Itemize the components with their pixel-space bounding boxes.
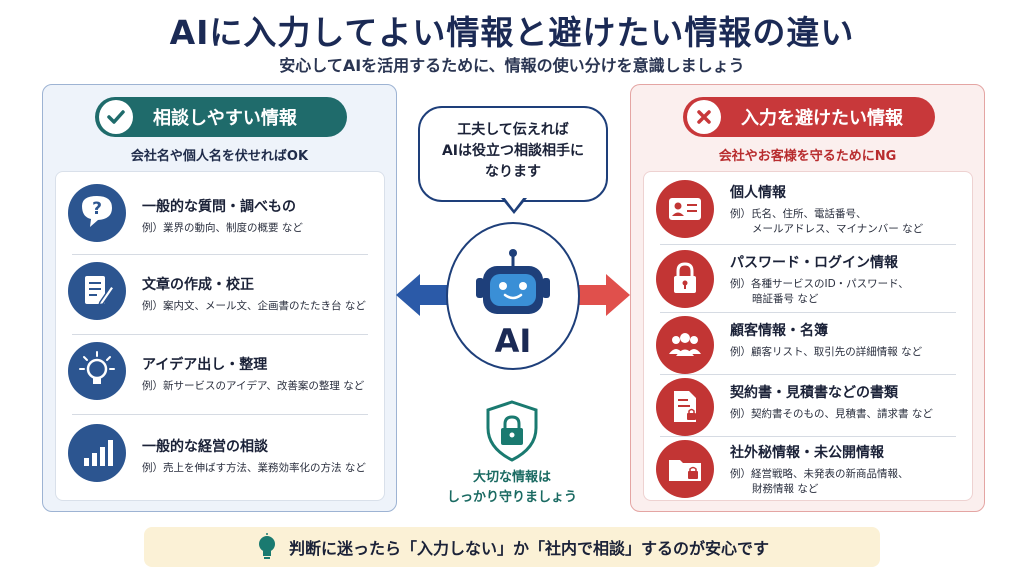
item-title: 顧客情報・名簿 xyxy=(730,323,828,339)
people-icon xyxy=(656,316,714,374)
left-arrow-icon xyxy=(396,274,452,316)
item-title: 一般的な質問・調べもの xyxy=(142,199,296,215)
locked-folder-icon xyxy=(656,440,714,498)
item-desc: 例）顧客リスト、取引先の詳細情報 など xyxy=(730,346,923,358)
divider xyxy=(72,414,368,415)
page-subtitle: 安心してAIを活用するために、情報の使い分けを意識しましょう xyxy=(279,56,745,75)
footer-text: 判断に迷ったら「入力しない」か「社内で相談」するのが安心です xyxy=(288,539,769,558)
item-desc: 例）案内文、メール文、企画書のたたき台 など xyxy=(142,300,366,312)
item-desc: 例）氏名、住所、電話番号、 メールアドレス、マイナンバー など xyxy=(730,207,966,237)
document-pen-icon xyxy=(68,262,126,320)
item-title: 一般的な経営の相談 xyxy=(142,439,268,455)
bar-chart-icon xyxy=(68,424,126,482)
item-desc-line: 例）各種サービスのID・パスワード、 xyxy=(730,278,909,290)
item-desc-line: 財務情報 など xyxy=(752,483,819,496)
cross-icon xyxy=(687,100,721,134)
right-arrow-icon xyxy=(574,274,630,316)
divider xyxy=(660,312,956,313)
lightbulb-tip-icon xyxy=(258,533,275,559)
shield-line: 大切な情報は xyxy=(472,470,551,485)
item-title: 契約書・見積書などの書類 xyxy=(730,385,898,401)
shield-lock-icon xyxy=(486,400,538,462)
item-desc: 例）業界の動向、制度の概要 など xyxy=(142,222,303,234)
shield-line: しっかり守りましょう xyxy=(446,490,577,506)
safe-info-heading: 相談しやすい情報 xyxy=(95,97,347,137)
item-desc: 例）売上を伸ばす方法、業務効率化の方法 など xyxy=(142,462,366,474)
shield-message: 大切な情報は しっかり守りましょう xyxy=(420,468,604,508)
safe-info-note: 会社名や個人名を伏せればOK xyxy=(130,149,309,164)
divider xyxy=(72,334,368,335)
safe-info-panel: 相談しやすい情報 会社名や個人名を伏せればOK ? 一般的な質問・調べもの 例）… xyxy=(42,84,397,512)
speech-bubble: 工夫して伝えれば AIは役立つ相談相手に なります xyxy=(418,106,608,202)
locked-document-icon xyxy=(656,378,714,436)
page-title: AIに入力してよい情報と避けたい情報の違い xyxy=(169,13,855,52)
footer-tip: 判断に迷ったら「入力しない」か「社内で相談」するのが安心です xyxy=(144,527,880,567)
divider xyxy=(660,436,956,437)
item-desc-line: 例）氏名、住所、電話番号、 xyxy=(730,208,867,220)
bubble-line: なります xyxy=(485,164,541,180)
safe-info-list: ? 一般的な質問・調べもの 例）業界の動向、制度の概要 など xyxy=(55,171,385,501)
item-title: 社外秘情報・未公開情報 xyxy=(730,445,884,461)
bubble-line: AIは役立つ相談相手に xyxy=(441,143,585,159)
id-card-icon xyxy=(656,180,714,238)
bubble-tail-inner xyxy=(504,197,524,210)
divider xyxy=(660,374,956,375)
item-desc-line: メールアドレス、マイナンバー など xyxy=(752,223,924,236)
item-desc: 例）新サービスのアイデア、改善案の整理 など xyxy=(142,380,365,392)
ai-label: AI xyxy=(494,322,532,360)
svg-text:?: ? xyxy=(92,199,102,219)
avoid-info-list: 個人情報 例）氏名、住所、電話番号、 メールアドレス、マイナンバー など パスワ… xyxy=(643,171,973,501)
divider xyxy=(72,254,368,255)
item-title: 個人情報 xyxy=(730,185,786,201)
item-desc: 例）各種サービスのID・パスワード、 暗証番号 など xyxy=(730,277,966,307)
bubble-line: 工夫して伝えれば xyxy=(457,122,569,138)
item-desc: 例）契約書そのもの、見積書、請求書 など xyxy=(730,408,933,420)
question-bubble-icon: ? xyxy=(68,184,126,242)
check-icon xyxy=(99,100,133,134)
avoid-info-note: 会社やお客様を守るためにNG xyxy=(718,149,897,164)
avoid-info-heading-label: 入力を避けたい情報 xyxy=(741,108,903,129)
item-title: 文章の作成・校正 xyxy=(142,277,254,293)
item-desc-line: 暗証番号 など xyxy=(752,293,819,306)
safe-info-heading-label: 相談しやすい情報 xyxy=(153,108,297,129)
padlock-icon xyxy=(656,250,714,308)
lightbulb-icon xyxy=(68,342,126,400)
robot-icon xyxy=(476,249,550,314)
item-title: パスワード・ログイン情報 xyxy=(730,255,898,271)
item-desc: 例）経営戦略、未発表の新商品情報、 財務情報 など xyxy=(730,467,966,497)
item-desc-line: 例）経営戦略、未発表の新商品情報、 xyxy=(730,468,909,480)
divider xyxy=(660,244,956,245)
item-title: アイデア出し・整理 xyxy=(142,357,268,373)
avoid-info-heading: 入力を避けたい情報 xyxy=(683,97,935,137)
avoid-info-panel: 入力を避けたい情報 会社やお客様を守るためにNG 個人情報 例）氏名、住所、電話… xyxy=(630,84,985,512)
